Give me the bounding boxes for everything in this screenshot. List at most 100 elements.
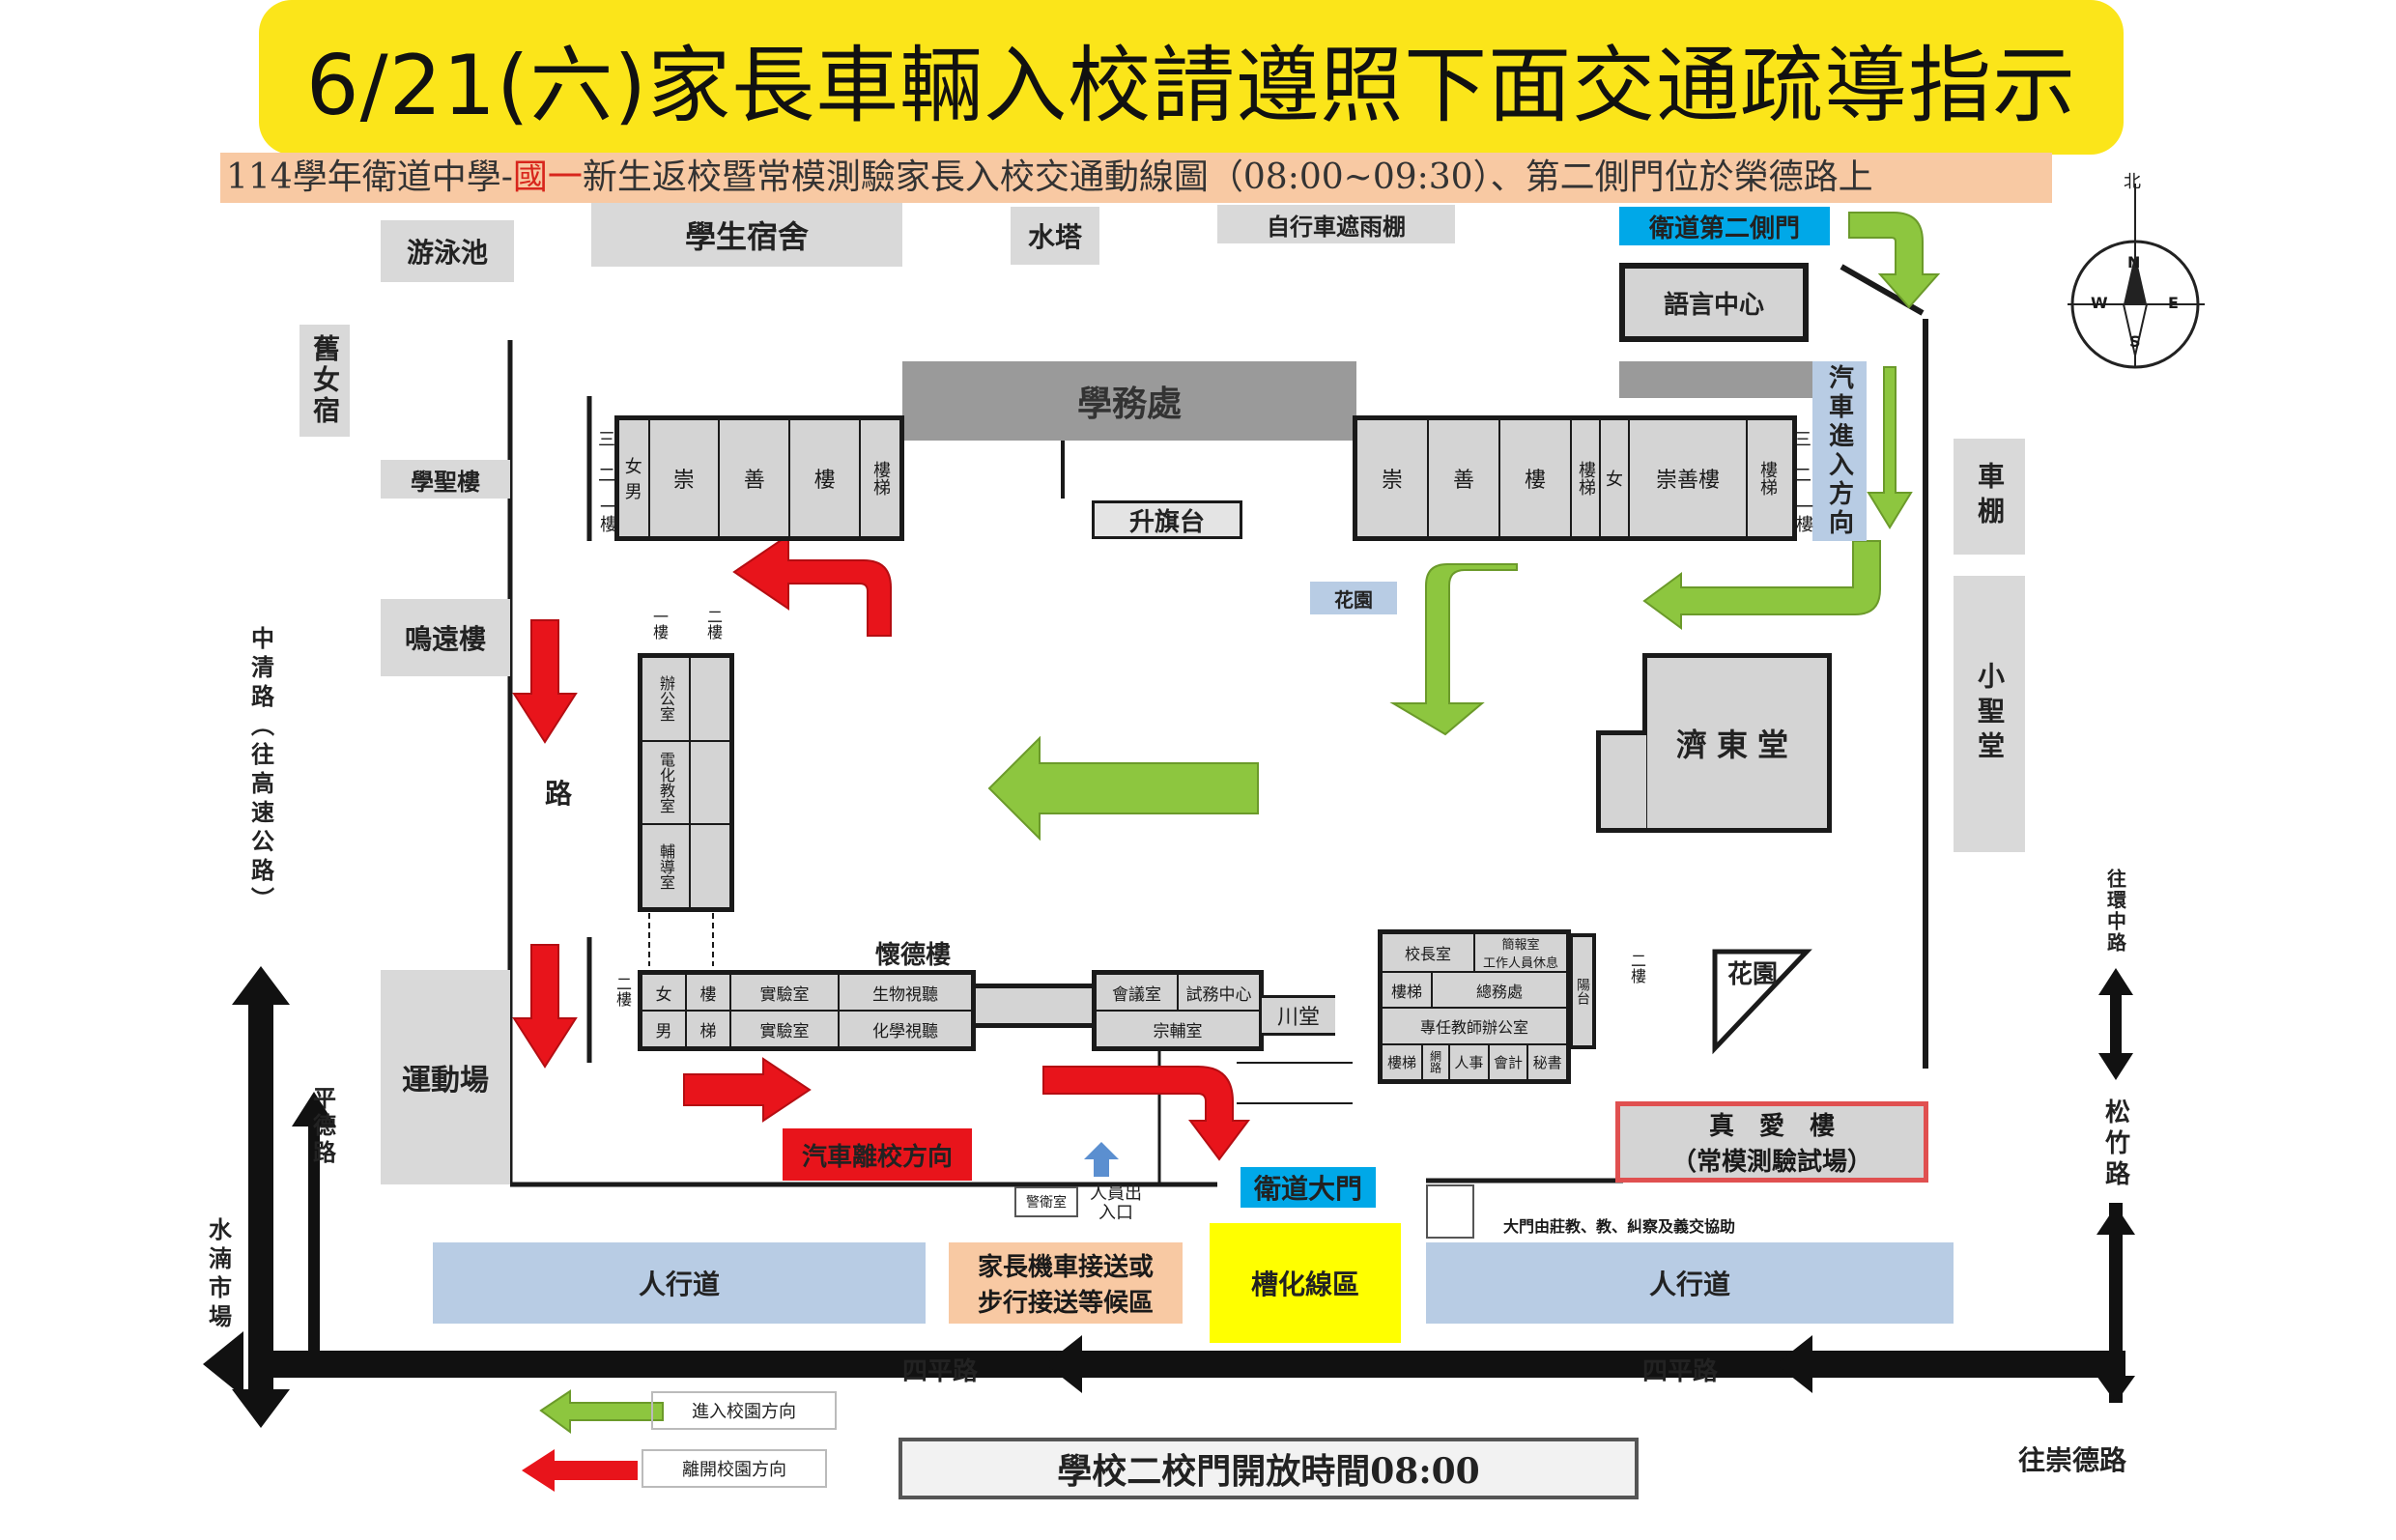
compass-e: E xyxy=(2168,294,2179,312)
floor-label: 二樓 xyxy=(1628,953,1646,984)
water-tower: 水塔 xyxy=(1011,207,1099,265)
zhenai-subtitle: （常模測驗試場） xyxy=(1670,1148,1872,1177)
xuesheng-building: 學聖樓 xyxy=(381,460,510,499)
zongshan-left-floors: 三 二 一樓 xyxy=(593,421,620,537)
exit-arrows xyxy=(512,533,1250,1161)
title-banner: 6/21(六)家長車輛入校請遵照下面交通疏導指示 xyxy=(259,0,2124,155)
zongshan-building-right: 崇 善 樓 樓梯 女 崇善樓 樓梯 xyxy=(1353,415,1797,541)
room-label: 樓 xyxy=(1500,420,1572,536)
room-label: 總務處 xyxy=(1475,982,1523,1001)
chongde-road-label: 往崇德路 xyxy=(2017,1444,2126,1476)
room-label: 簡報室 xyxy=(1501,938,1540,953)
legend-exit-arrow xyxy=(522,1449,638,1492)
room-label: 化學視聽 xyxy=(872,1021,938,1041)
room-label: 男 xyxy=(624,482,642,502)
flag-stage: 升旗台 xyxy=(1092,500,1242,539)
grey-block xyxy=(1619,361,1812,398)
room-label: 樓梯 xyxy=(1383,1044,1423,1079)
room-label: 女 xyxy=(1601,420,1630,536)
road-arrow-west xyxy=(203,1331,243,1397)
pingde-road-label: 平德路 xyxy=(308,1086,337,1167)
room-label: 輔導室 xyxy=(657,842,675,890)
floor-label: 二樓 xyxy=(704,609,723,640)
room-label: 崇 xyxy=(650,420,721,536)
floor-label: 一樓 xyxy=(650,609,669,640)
garden-triangle xyxy=(1712,949,1812,1055)
siping-road-label-right: 四平路 xyxy=(1641,1356,1718,1386)
gate-note: 大門由莊教、教、糾察及義交協助 xyxy=(1503,1217,1736,1236)
shuinan-market-label: 水湳市場 xyxy=(204,1217,233,1333)
pool: 游泳池 xyxy=(381,220,514,282)
room-label: 樓梯 xyxy=(1383,973,1433,1008)
compass-s: S xyxy=(2129,332,2141,351)
compass-north-label: 北 xyxy=(2124,172,2141,192)
zhenai-building: 真 愛 樓 （常模測驗試場） xyxy=(1615,1101,1928,1183)
room-label: 樓梯 xyxy=(870,461,891,496)
room-label: 實驗室 xyxy=(731,1012,840,1046)
small-chapel: 小聖堂 xyxy=(1954,576,2025,852)
side-gate[interactable]: 衛道第二側門 xyxy=(1619,207,1830,245)
legend-enter-label: 進入校園方向 xyxy=(651,1391,837,1430)
subtitle-part3: 新生返校暨常模測驗家長入校交通動線圖（08:00~09:30）、第二側門位於榮德… xyxy=(582,157,1873,197)
floor-label: 三 xyxy=(598,430,615,451)
parent-waiting-zone: 家長機車接送或 步行接送等候區 xyxy=(949,1242,1183,1324)
room-label: 工作人員休息 xyxy=(1482,956,1558,971)
room-label: 電化教室 xyxy=(642,742,689,826)
channelization-zone: 槽化線區 xyxy=(1210,1223,1401,1343)
subtitle-part1: 114學年衛道中學- xyxy=(226,157,513,197)
meeting-building: 會議室 試務中心 宗輔室 xyxy=(1092,970,1264,1051)
garden-center: 花園 xyxy=(1310,582,1397,614)
sidewalk-right: 人行道 xyxy=(1426,1242,1954,1324)
main-gate[interactable]: 衛道大門 xyxy=(1241,1167,1376,1208)
sidewalk-left: 人行道 xyxy=(433,1242,926,1324)
room-label: 男 xyxy=(642,1012,687,1046)
room-label: 生物視聽 xyxy=(872,984,938,1005)
room-label: 樓 xyxy=(687,975,731,1010)
office-building: 辦公室 電化教室 輔導室 xyxy=(638,653,734,912)
room-label: 梯 xyxy=(687,1012,731,1046)
language-center: 語言中心 xyxy=(1619,263,1809,342)
room-label: 女 xyxy=(624,457,642,477)
car-entry-label: 汽車進入方向 xyxy=(1812,361,1867,541)
room-label: 人事 xyxy=(1450,1044,1490,1079)
chuantang: 川堂 xyxy=(1262,995,1335,1036)
room-label: 辦公室 xyxy=(642,658,689,742)
bike-shed: 自行車遮雨棚 xyxy=(1217,205,1455,243)
room-label: 會議室 xyxy=(1097,975,1179,1010)
room-label: 專任教師辦公室 xyxy=(1383,1009,1566,1045)
middle-top-labels: 一樓 二樓 xyxy=(647,609,725,647)
jidong-wing xyxy=(1596,730,1646,833)
room-label: 善 xyxy=(720,420,791,536)
room-label: 崇善樓 xyxy=(1630,420,1748,536)
room-label: 崇 xyxy=(1357,420,1429,536)
zongshan-right-floors: 三 二 一樓 xyxy=(1789,421,1816,537)
sports-field: 運動場 xyxy=(381,970,510,1184)
huaide-building: 女 樓 實驗室 生物視聽 男 梯 實驗室 化學視聽 xyxy=(638,970,976,1051)
floor-label: 二 xyxy=(1794,465,1811,486)
legend-exit-label: 離開校園方向 xyxy=(642,1449,827,1488)
parent-zone-line2: 步行接送等候區 xyxy=(977,1289,1154,1318)
room-label: 善 xyxy=(1429,420,1500,536)
room-label: 女 xyxy=(642,975,687,1010)
floor-label: 二樓 xyxy=(613,976,632,1007)
floor-label: 一樓 xyxy=(1793,497,1813,532)
floor-label: 一樓 xyxy=(597,497,617,532)
room-label: 秘書 xyxy=(1532,1053,1562,1071)
room-label: 會計 xyxy=(1490,1044,1529,1079)
floor-label: 二 xyxy=(598,465,615,486)
car-exit-label: 汽車離校方向 xyxy=(783,1128,972,1181)
compass-n: N xyxy=(2127,253,2141,271)
garden-right: 花園 xyxy=(1726,959,1778,989)
room-label: 網路 xyxy=(1423,1044,1450,1079)
room-label: 樓梯 xyxy=(1572,420,1601,536)
compass-w: W xyxy=(2091,294,2108,312)
connector xyxy=(976,984,1092,1028)
room-label: 校長室 xyxy=(1383,934,1475,971)
person-gate[interactable]: 人員出入口 xyxy=(1090,1184,1142,1223)
mingyuan-building: 鳴遠樓 xyxy=(381,599,510,676)
gate-time-box: 學校二校門開放時間08:00 xyxy=(898,1438,1639,1499)
student-affairs-office: 學務處 xyxy=(902,361,1356,441)
enter-arrows xyxy=(987,212,1941,841)
legend-enter-arrow xyxy=(539,1389,664,1434)
